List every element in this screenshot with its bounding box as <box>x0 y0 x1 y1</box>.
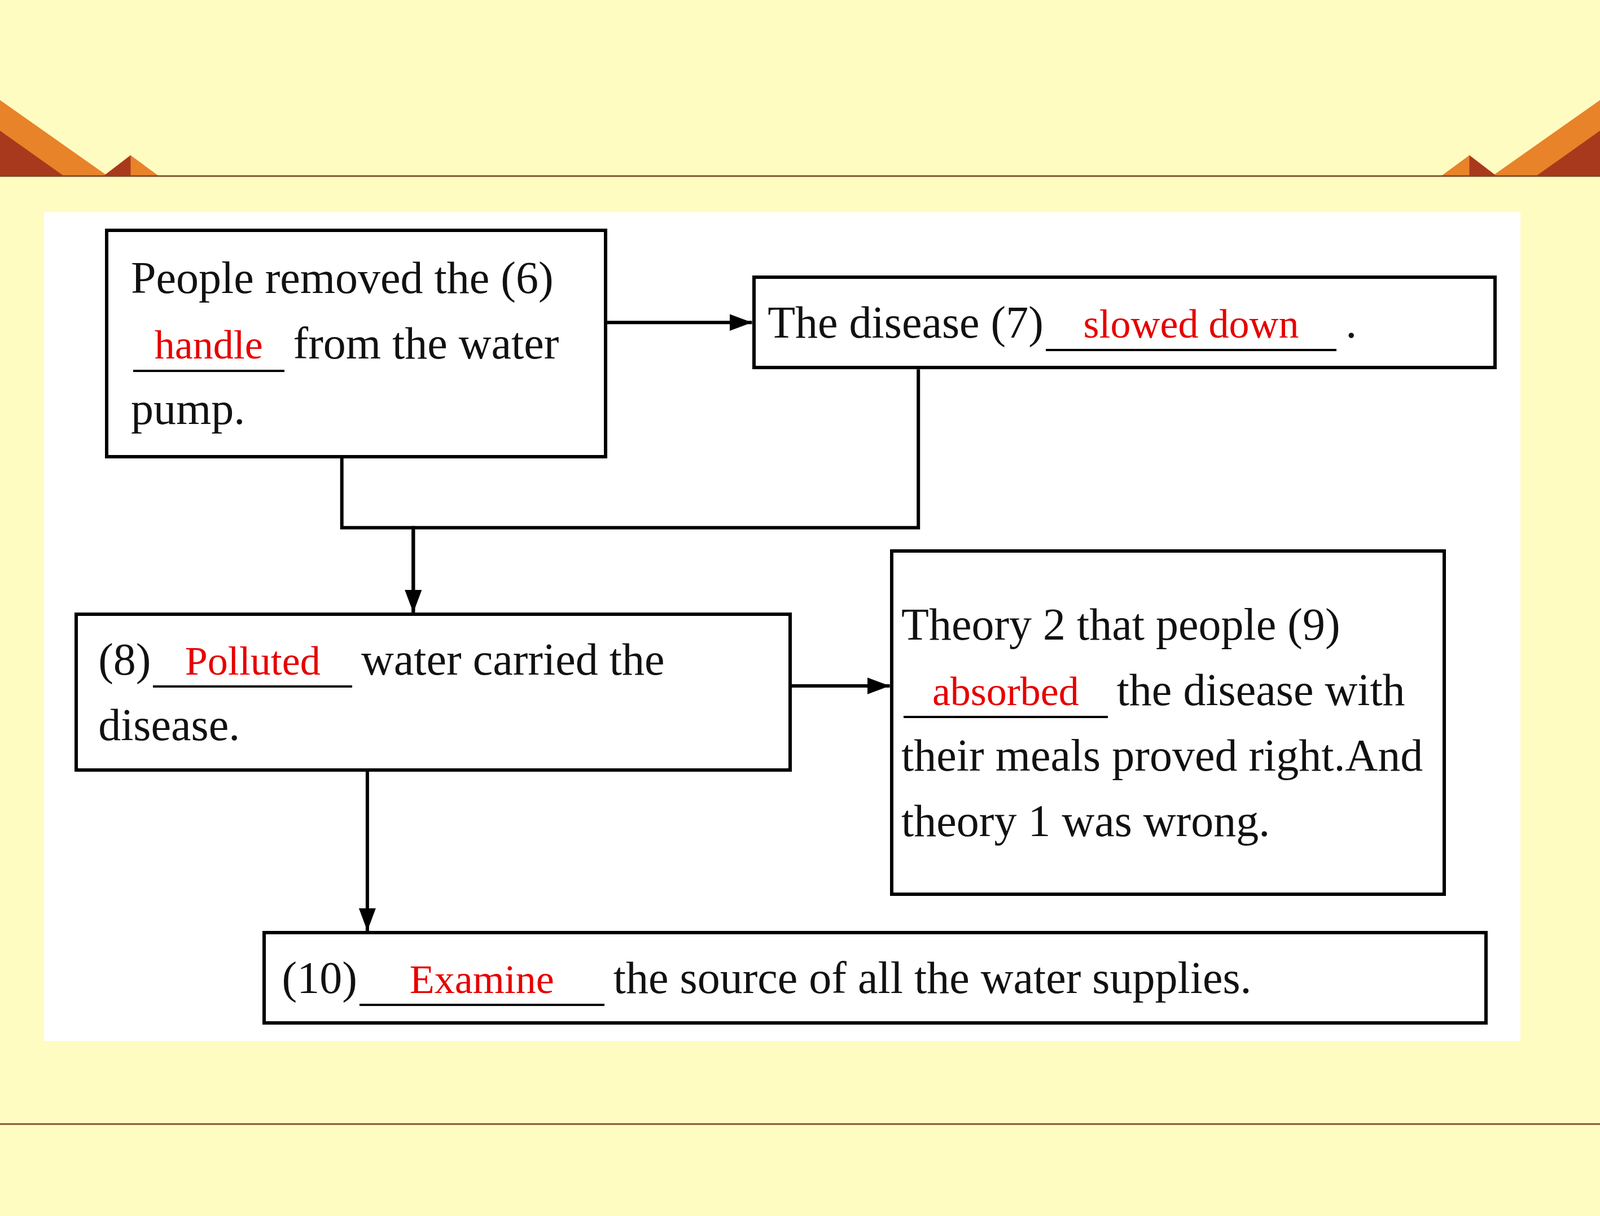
corner-triangle <box>0 130 64 176</box>
answer-text: slowed down <box>1045 299 1337 351</box>
corner-triangle <box>0 99 108 176</box>
box-content: (8)Pollutedwater carried the disease. <box>98 626 775 758</box>
box-content: (10)Examinethe source of all the water s… <box>282 944 1471 1011</box>
corner-triangle <box>1492 99 1600 176</box>
box-text: water carried the disease. <box>98 634 665 750</box>
flow-arrow <box>607 320 753 324</box>
flow-arrow <box>342 458 414 613</box>
process-box: The disease (7)slowed down. <box>752 275 1498 370</box>
process-box: (8)Pollutedwater carried the disease. <box>74 612 792 772</box>
process-box: People removed the (6)handlefrom the wat… <box>104 228 608 459</box>
rule-line <box>0 1123 1600 1125</box>
flow-arrow <box>791 684 891 688</box>
corner-triangle <box>1536 130 1600 176</box>
box-text: (8) <box>98 634 151 685</box>
answer-text: handle <box>133 320 285 372</box>
answer-text: Polluted <box>152 636 353 688</box>
box-content: Theory 2 that people (9)absorbedthe dise… <box>901 591 1429 854</box>
process-box: (10)Examinethe source of all the water s… <box>262 930 1488 1025</box>
corner-triangle <box>1441 155 1497 176</box>
box-text: People removed the (6) <box>130 252 554 303</box>
flow-arrow <box>365 771 370 931</box>
rule-line <box>0 175 1600 178</box>
answer-text: absorbed <box>903 667 1108 718</box>
box-text: The disease (7) <box>767 297 1044 348</box>
box-content: People removed the (6)handlefrom the wat… <box>130 244 590 442</box>
corner-triangle <box>103 155 131 176</box>
process-box: Theory 2 that people (9)absorbedthe dise… <box>890 549 1446 897</box>
answer-text: Examine <box>359 954 605 1006</box>
corner-triangle <box>1469 155 1497 176</box>
corner-triangle <box>103 155 159 176</box>
box-text: the source of all the water supplies. <box>613 952 1252 1003</box>
box-text: . <box>1345 297 1357 348</box>
box-text: (10) <box>282 952 358 1003</box>
box-text: Theory 2 that people (9) <box>901 599 1341 650</box>
box-content: The disease (7)slowed down. <box>767 289 1480 355</box>
